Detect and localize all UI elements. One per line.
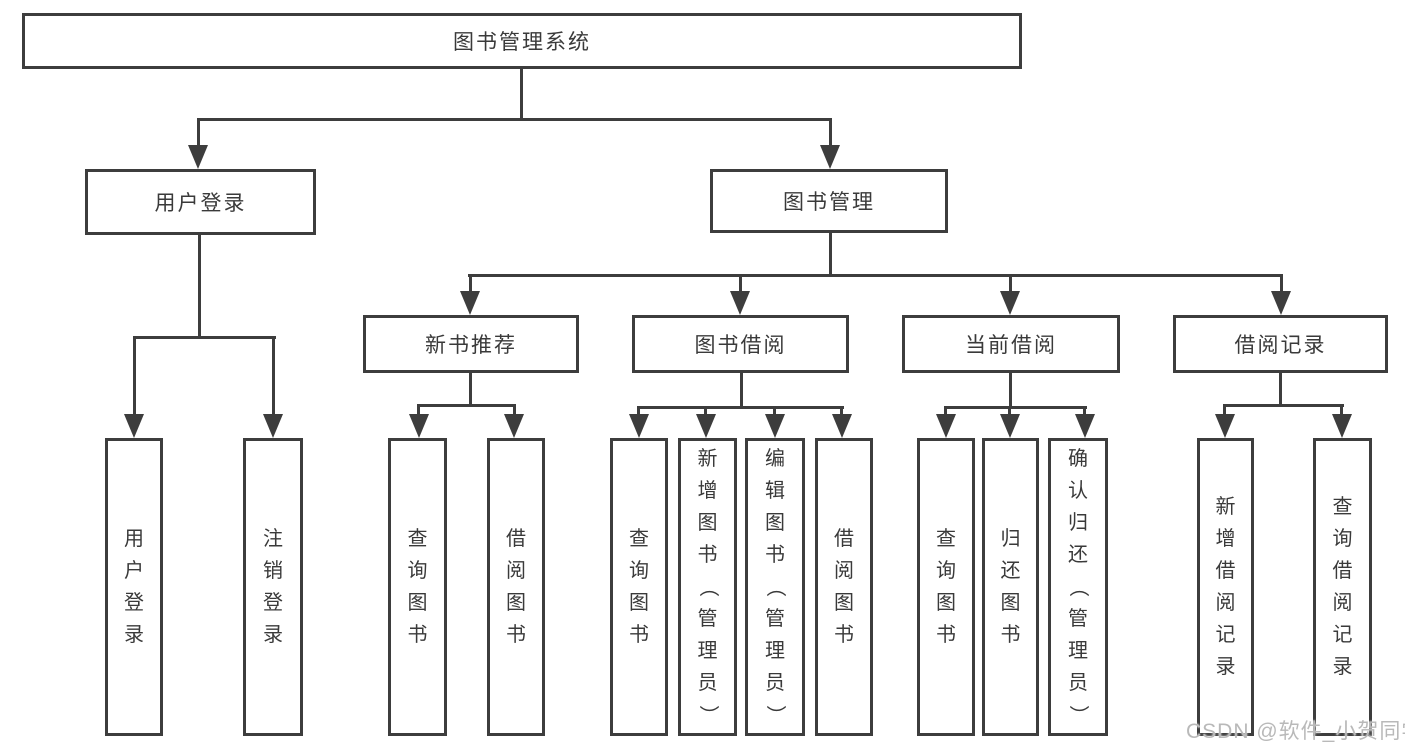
node-current-borrowing: 当前借阅 (902, 315, 1120, 373)
watermark: CSDN @软件_小贺同学 (1186, 720, 1405, 743)
arrowhead-icon (696, 414, 716, 438)
connector-new-book-drop-1 (417, 404, 420, 418)
node-label: 图书管理系统 (453, 31, 591, 54)
node-leaf-query-borrow-record: 查询借阅记录 (1313, 438, 1372, 736)
arrowhead-icon (765, 414, 785, 438)
connector-user-login-stem (198, 234, 201, 339)
arrowhead-icon (730, 291, 750, 315)
arrowhead-icon (1000, 414, 1020, 438)
node-label: 查询图书 (407, 528, 428, 646)
node-leaf-return-book: 归还图书 (982, 438, 1039, 736)
node-label: 查询借阅记录 (1332, 496, 1353, 678)
connector-borrow-drop-2 (704, 406, 707, 418)
connector-borrow-elbow (637, 406, 844, 409)
node-book-management: 图书管理 (710, 169, 948, 233)
node-label: 新增图书（管理员） (696, 448, 719, 725)
node-leaf-query-book-3: 查询图书 (917, 438, 975, 736)
connector-user-login-drop-2 (272, 336, 275, 420)
connector-records-elbow (1223, 404, 1344, 407)
connector-records-drop-1 (1223, 404, 1226, 418)
node-label: 新增借阅记录 (1215, 496, 1236, 678)
node-leaf-add-book-admin: 新增图书（管理员） (678, 438, 737, 736)
node-label: 注销登录 (263, 528, 283, 646)
node-label: 确认归还（管理员） (1067, 448, 1089, 725)
arrowhead-icon (1215, 414, 1235, 438)
node-leaf-confirm-return-admin: 确认归还（管理员） (1048, 438, 1108, 736)
arrowhead-icon (832, 414, 852, 438)
connector-current-elbow (944, 406, 1087, 409)
arrowhead-icon (820, 145, 840, 169)
connector-current-drop-1 (944, 406, 947, 418)
node-new-book-recommend: 新书推荐 (363, 315, 579, 373)
node-label: 用户登录 (124, 528, 144, 646)
connector-new-book-drop-2 (513, 404, 516, 418)
connector-user-login-elbow (133, 336, 276, 339)
arrowhead-icon (936, 414, 956, 438)
node-leaf-add-borrow-record: 新增借阅记录 (1197, 438, 1254, 736)
connector-book-mgmt-drop-4 (1280, 274, 1283, 294)
arrowhead-icon (124, 414, 144, 438)
node-leaf-borrow-book-2: 借阅图书 (815, 438, 873, 736)
node-label: 归还图书 (1000, 528, 1021, 646)
connector-records-stem (1279, 371, 1282, 407)
connector-borrow-drop-1 (637, 406, 640, 418)
connector-book-mgmt-drop-2 (739, 274, 742, 294)
arrowhead-icon (409, 414, 429, 438)
node-leaf-query-book-2: 查询图书 (610, 438, 668, 736)
node-book-borrowing: 图书借阅 (632, 315, 849, 373)
connector-current-drop-2 (1008, 406, 1011, 418)
connector-book-mgmt-elbow (468, 274, 1282, 277)
node-label: 借阅记录 (1234, 334, 1327, 357)
node-label: 新书推荐 (425, 334, 517, 357)
connector-current-stem (1009, 371, 1012, 409)
connector-root-elbow (197, 118, 832, 121)
arrowhead-icon (1271, 291, 1291, 315)
connector-root-drop-right (829, 118, 832, 149)
arrowhead-icon (460, 291, 480, 315)
node-label: 借阅图书 (834, 528, 854, 646)
connector-user-login-drop-1 (133, 336, 136, 420)
connector-book-mgmt-stem (829, 233, 832, 277)
connector-current-drop-3 (1083, 406, 1086, 418)
connector-borrow-drop-4 (840, 406, 843, 418)
node-label: 用户登录 (154, 192, 247, 215)
node-leaf-user-login: 用户登录 (105, 438, 163, 736)
connector-new-book-stem (469, 371, 472, 407)
node-leaf-logout: 注销登录 (243, 438, 303, 736)
node-leaf-edit-book-admin: 编辑图书（管理员） (745, 438, 805, 736)
node-user-login: 用户登录 (85, 169, 316, 235)
connector-root-drop-left (197, 118, 200, 149)
node-label: 图书管理 (783, 191, 875, 214)
connector-book-mgmt-drop-3 (1009, 274, 1012, 294)
connector-borrow-stem (740, 371, 743, 409)
arrowhead-icon (504, 414, 524, 438)
connector-records-drop-2 (1340, 404, 1343, 418)
node-label: 编辑图书（管理员） (764, 448, 786, 725)
connector-new-book-elbow (417, 404, 516, 407)
arrowhead-icon (1075, 414, 1095, 438)
node-label: 当前借阅 (965, 334, 1057, 357)
connector-root-stem (520, 69, 523, 120)
arrowhead-icon (263, 414, 283, 438)
arrowhead-icon (629, 414, 649, 438)
node-borrowing-records: 借阅记录 (1173, 315, 1388, 373)
arrowhead-icon (188, 145, 208, 169)
node-library-system: 图书管理系统 (22, 13, 1022, 69)
node-label: 查询图书 (629, 528, 649, 646)
node-label: 借阅图书 (506, 528, 526, 646)
node-label: 查询图书 (936, 528, 956, 646)
node-leaf-borrow-book-1: 借阅图书 (487, 438, 545, 736)
node-label: 图书借阅 (694, 334, 787, 357)
connector-borrow-drop-3 (773, 406, 776, 418)
node-leaf-query-book-1: 查询图书 (388, 438, 447, 736)
arrowhead-icon (1332, 414, 1352, 438)
arrowhead-icon (1000, 291, 1020, 315)
connector-book-mgmt-drop-1 (469, 274, 472, 294)
